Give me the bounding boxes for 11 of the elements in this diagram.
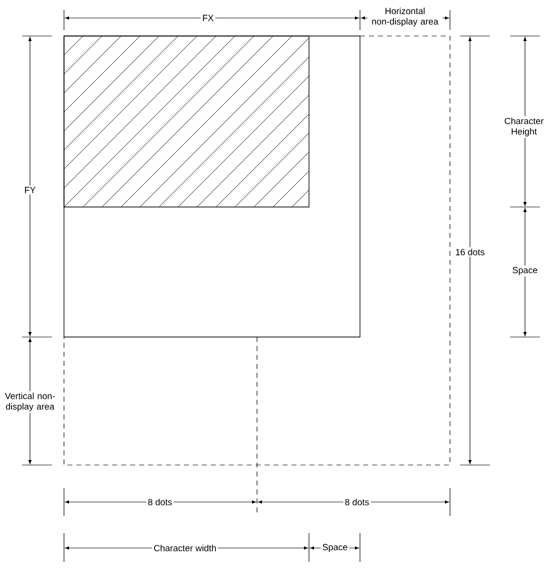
- dimension-label: Vertical non-display area: [0, 391, 62, 413]
- dimension-label: Horizontal non-display area: [368, 6, 442, 28]
- dimension-label: FX: [200, 13, 216, 23]
- dimension-label: Character Height: [494, 116, 554, 138]
- dimension-label: FY: [22, 185, 38, 195]
- dimension-label: Space: [510, 265, 540, 277]
- dimension-label: 16 dots: [454, 247, 486, 257]
- dimension-label: 8 dots: [146, 497, 174, 507]
- dimension-label: 8 dots: [343, 497, 371, 507]
- dimension-label: Space: [320, 542, 350, 554]
- dimension-label: Character width: [152, 543, 218, 553]
